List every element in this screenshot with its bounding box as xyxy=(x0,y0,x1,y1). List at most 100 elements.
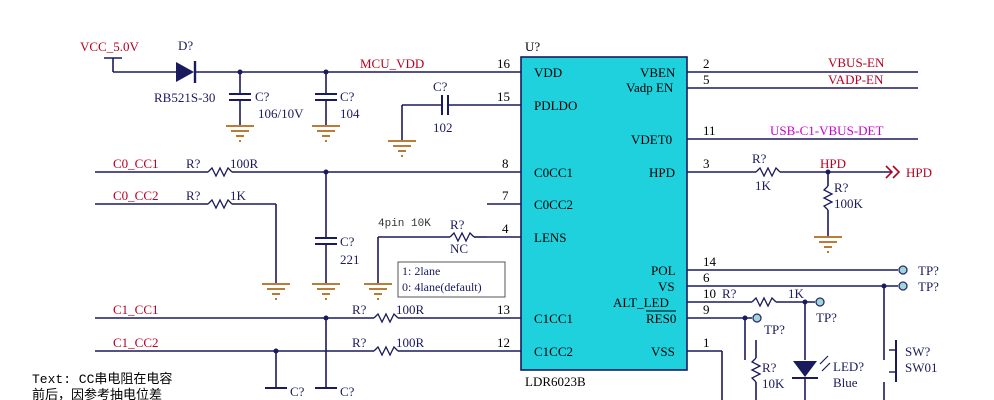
ic-part-number: LDR6023B xyxy=(525,374,586,389)
testpoint-res0 xyxy=(752,313,762,323)
ground-symbol-c4 xyxy=(312,283,340,300)
res-lens-value: NC xyxy=(450,241,468,256)
pin-num-1: 1 xyxy=(703,335,710,350)
res-led-value: 1K xyxy=(788,286,805,301)
pin-num-8: 8 xyxy=(502,156,509,171)
cap-c5-ref: C? xyxy=(290,384,305,399)
hpd-port-arrow-1 xyxy=(885,165,894,179)
led-ref: LED? xyxy=(833,359,864,374)
res-hpd-value: 1K xyxy=(755,178,772,193)
note-text-line-2: 前后，因参考抽电位差 xyxy=(32,387,162,400)
pin-num-16: 16 xyxy=(497,56,511,71)
net-label-mcu-vdd: MCU_VDD xyxy=(360,56,424,71)
testpoint-vs xyxy=(898,281,908,291)
cap-c2-value: 104 xyxy=(340,106,360,121)
cap-c4-ref: C? xyxy=(340,234,355,249)
resistor-c0cc2 xyxy=(207,198,233,210)
switch-ref: SW? xyxy=(905,344,931,359)
pin-name-alt-led: ALT_LED xyxy=(613,295,669,310)
res-hpd-pd-ref: R? xyxy=(834,180,849,195)
diode-ref: D? xyxy=(178,38,193,53)
cap-c6-ref: C? xyxy=(340,384,355,399)
note-lane-4: 0: 4lane(default) xyxy=(402,280,482,294)
res-c0cc1-ref: R? xyxy=(186,156,201,171)
cap-c3-value: 102 xyxy=(433,120,453,135)
pin-num-13: 13 xyxy=(497,302,510,317)
net-label-c1-cc1: C1_CC1 xyxy=(113,302,159,317)
resistor-c1cc1 xyxy=(373,312,399,324)
pin-name-vben: VBEN xyxy=(640,65,676,80)
pin-num-3: 3 xyxy=(703,156,710,171)
net-label-vadp-en: VADP-EN xyxy=(828,72,884,87)
ground-symbol-lens xyxy=(364,283,392,300)
net-label-c1-cc2: C1_CC2 xyxy=(113,335,159,350)
pin-num-2: 2 xyxy=(703,56,710,71)
pin-name-hpd: HPD xyxy=(649,165,675,180)
pin-name-vadp-en: Vadp EN xyxy=(626,80,674,95)
cap-c4-value: 221 xyxy=(340,252,360,267)
ground-symbol-c2 xyxy=(312,125,340,142)
res-c1cc1-value: 100R xyxy=(396,302,425,317)
pin-num-12: 12 xyxy=(497,335,510,350)
pin-name-lens: LENS xyxy=(534,230,567,245)
net-label-usb-vbus-det: USB-C1-VBUS-DET xyxy=(770,123,883,138)
res-c1cc2-ref: R? xyxy=(352,335,367,350)
ic-right-pins xyxy=(687,71,722,352)
pin-num-4: 4 xyxy=(502,221,509,236)
pin-num-10: 10 xyxy=(703,286,716,301)
led-value: Blue xyxy=(833,375,858,390)
tp-vs-ref: TP? xyxy=(918,279,939,294)
net-label-vbus-en: VBUS-EN xyxy=(828,55,885,70)
pin-num-14: 14 xyxy=(703,254,717,269)
pin-name-pol: POL xyxy=(651,263,676,278)
net-label-vcc: VCC_5.0V xyxy=(80,39,139,54)
resistor-lens xyxy=(449,231,475,243)
pin-num-9: 9 xyxy=(703,302,710,317)
resistor-c0cc1 xyxy=(207,166,233,178)
pin-num-15: 15 xyxy=(497,89,510,104)
net-label-hpd: HPD xyxy=(820,156,846,171)
diode-symbol xyxy=(176,61,197,83)
res-c0cc1-value: 100R xyxy=(230,156,259,171)
ic-ref: U? xyxy=(525,39,540,54)
net-port-hpd: HPD xyxy=(906,165,932,180)
tp-pol-ref: TP? xyxy=(918,263,939,278)
pin-name-vdet0: VDET0 xyxy=(631,132,672,147)
cap-c1-ref: C? xyxy=(255,89,270,104)
pin-name-pdldo: PDLDO xyxy=(534,98,577,113)
testpoint-pol xyxy=(898,265,908,275)
switch-value: SW01 xyxy=(905,360,938,375)
res-c1cc2-value: 100R xyxy=(396,335,425,350)
tp-led-ref: TP? xyxy=(816,310,837,325)
tp-res0-ref: TP? xyxy=(764,322,785,337)
res-c1cc1-ref: R? xyxy=(352,302,367,317)
res-res0-value: 10K xyxy=(762,376,785,391)
res-led-ref: R? xyxy=(722,286,737,301)
res-c0cc2-ref: R? xyxy=(186,188,201,203)
ground-symbol-hpd xyxy=(814,236,842,253)
pin-name-c1cc2: C1CC2 xyxy=(534,344,573,359)
note-lens-hint: 4pin 10K xyxy=(378,218,431,230)
res-hpd-ref: R? xyxy=(752,151,767,166)
note-text-line-1: Text: CC串电阻在电容 xyxy=(32,371,172,387)
ic-left-pins xyxy=(487,71,521,352)
switch-symbol xyxy=(883,340,897,400)
resistor-hpd xyxy=(755,166,781,178)
pin-num-6: 6 xyxy=(703,270,710,285)
ground-symbol-c0cc2 xyxy=(262,283,290,300)
pin-num-11: 11 xyxy=(703,123,716,138)
res-c0cc2-value: 1K xyxy=(230,188,247,203)
ground-symbol-c1 xyxy=(226,125,254,142)
net-label-c0-cc1: C0_CC1 xyxy=(113,156,159,171)
pin-name-vs: VS xyxy=(658,279,675,294)
pin-name-c0cc2: C0CC2 xyxy=(534,197,573,212)
res-hpd-pd-value: 100K xyxy=(834,196,864,211)
cap-c2-ref: C? xyxy=(340,89,355,104)
pin-name-vdd: VDD xyxy=(534,65,562,80)
resistor-alt-led xyxy=(751,296,777,308)
pin-name-vss: VSS xyxy=(651,344,675,359)
lane-note-box xyxy=(397,261,506,298)
cap-c1-value: 106/10V xyxy=(258,106,304,121)
led-symbol xyxy=(792,355,831,379)
